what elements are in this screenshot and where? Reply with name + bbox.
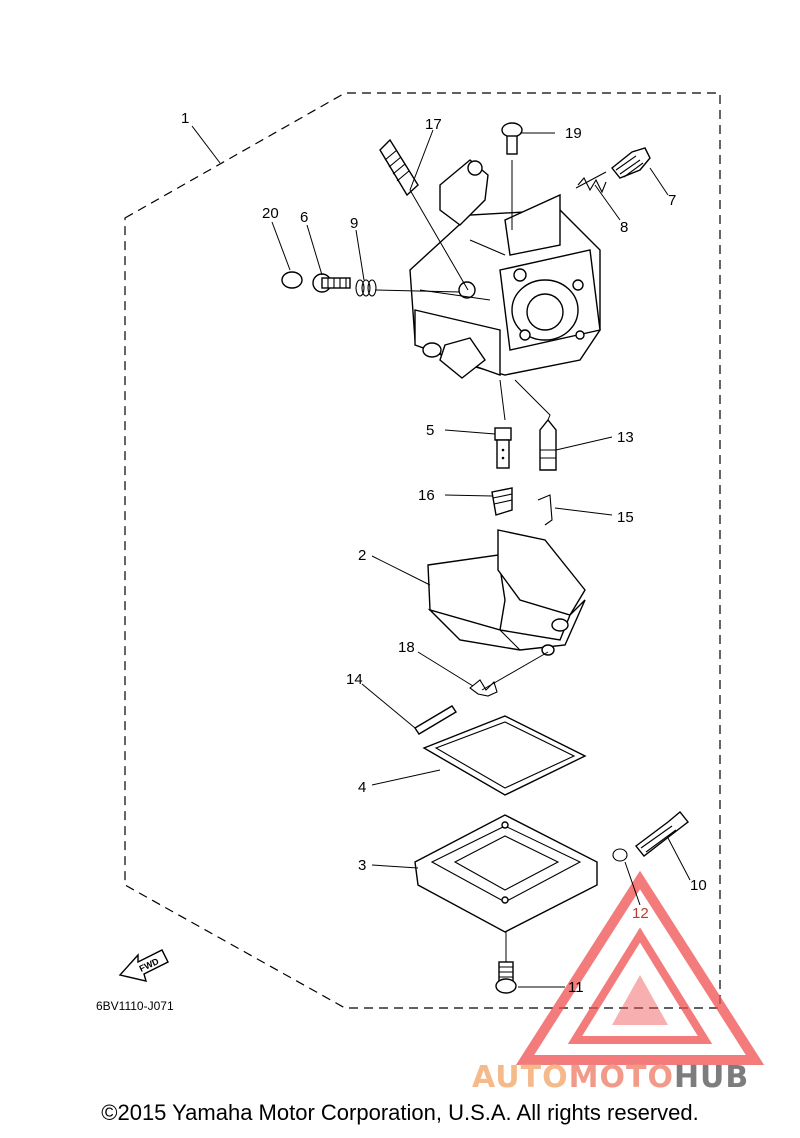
copyright-notice: ©2015 Yamaha Motor Corporation, U.S.A. A…: [101, 1100, 699, 1125]
callout-4: 4: [358, 779, 366, 796]
part-15-clip: [537, 494, 553, 526]
part-10-screw: [635, 811, 689, 857]
callout-3: 3: [358, 857, 366, 874]
callout-15: 15: [617, 509, 634, 526]
part-5-nozzle: [494, 427, 512, 469]
part-20-cap: [281, 271, 303, 289]
callout-1: 1: [181, 110, 189, 127]
watermark-moto: MOTO: [569, 1060, 674, 1095]
callout-16: 16: [418, 487, 435, 504]
callout-7: 7: [668, 192, 676, 209]
callout-6: 6: [300, 209, 308, 226]
callout-8: 8: [620, 219, 628, 236]
callout-labels: 1 17 19 7 8 20 6 9 5 13 16 15 2 18 14 4 …: [181, 110, 707, 996]
callout-14: 14: [346, 671, 363, 688]
callout-19: 19: [565, 125, 582, 142]
callout-13: 13: [617, 429, 634, 446]
callout-2: 2: [358, 547, 366, 564]
part-16-main-jet: [491, 487, 513, 516]
part-4-gasket: [422, 715, 587, 796]
fwd-arrow-icon: FWD: [118, 949, 169, 982]
watermark-text: AUTOMOTOHUB: [472, 1060, 749, 1095]
part-19-screw: [501, 122, 523, 155]
callout-18: 18: [398, 639, 415, 656]
carburetor-body: [409, 159, 601, 379]
callout-9: 9: [350, 215, 358, 232]
part-11-drain-screw: [495, 961, 517, 994]
watermark-auto: AUTO: [472, 1060, 569, 1095]
callout-20: 20: [262, 205, 279, 222]
part-3-float-chamber: [414, 814, 598, 933]
watermark-hub: HUB: [674, 1060, 749, 1095]
svg-text:AUTOMOTOHUB: AUTOMOTOHUB: [472, 1060, 749, 1095]
part-6-screw: [312, 273, 351, 293]
leader-lines: [191, 125, 691, 988]
part-8-spring: [575, 171, 607, 194]
callout-10: 10: [690, 877, 707, 894]
callout-5: 5: [426, 422, 434, 439]
part-17-screw: [379, 138, 419, 197]
watermark-logo: [515, 870, 765, 1065]
reference-code: 6BV1110-J071: [96, 999, 174, 1013]
part-2-float: [427, 529, 586, 656]
part-12-o-ring: [612, 848, 628, 862]
part-13-needle-valve: [539, 418, 557, 471]
part-7-screw: [611, 147, 651, 179]
callout-17: 17: [425, 116, 442, 133]
part-14-pin: [414, 705, 457, 735]
callout-12: 12: [632, 905, 649, 922]
part-18-clip: [469, 679, 498, 697]
part-9-spring: [355, 279, 377, 297]
callout-11: 11: [568, 979, 584, 996]
